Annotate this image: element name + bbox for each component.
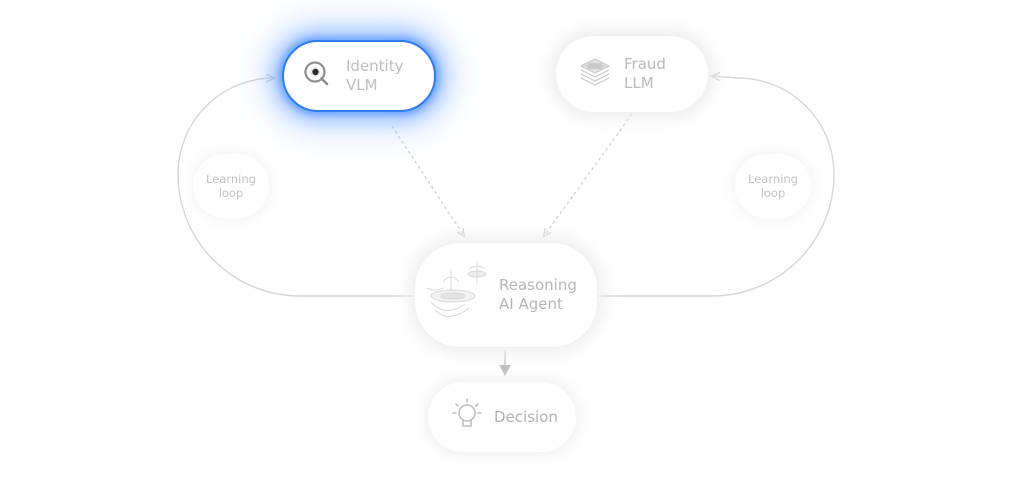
layers-icon bbox=[578, 55, 612, 93]
decision-node[interactable]: Decision bbox=[428, 382, 576, 452]
fraud-line1: Fraud bbox=[624, 55, 666, 73]
reasoning-line2: AI Agent bbox=[499, 295, 563, 313]
identity-line2: VLM bbox=[346, 76, 378, 94]
decision-label: Decision bbox=[494, 408, 558, 427]
fraud-llm-node[interactable]: Fraud LLM bbox=[556, 36, 708, 112]
loop-left-line1: Learning bbox=[206, 172, 256, 186]
identity-vlm-label: Identity VLM bbox=[346, 57, 404, 95]
identity-to-reasoning-connector bbox=[391, 125, 464, 236]
reasoning-ai-agent-node[interactable]: Reasoning AI Agent bbox=[414, 242, 598, 348]
identity-vlm-node[interactable]: Identity VLM bbox=[282, 40, 436, 112]
fraud-llm-label: Fraud LLM bbox=[624, 55, 666, 93]
left-loop-connector bbox=[177, 78, 414, 297]
loop-left-line2: loop bbox=[218, 186, 244, 200]
learning-loop-right-label: Learning loop bbox=[735, 154, 811, 218]
fraud-to-reasoning-connector bbox=[544, 113, 633, 236]
abstract-figure-icon bbox=[425, 258, 491, 332]
reasoning-line1: Reasoning bbox=[499, 276, 577, 294]
fraud-line2: LLM bbox=[624, 74, 654, 92]
lightbulb-icon bbox=[452, 398, 482, 436]
decision-line1: Decision bbox=[494, 407, 558, 426]
eye-magnifier-icon bbox=[302, 59, 332, 93]
identity-line1: Identity bbox=[346, 57, 404, 75]
loop-right-line1: Learning bbox=[748, 172, 798, 186]
reasoning-label: Reasoning AI Agent bbox=[499, 276, 577, 314]
learning-loop-left-label: Learning loop bbox=[193, 154, 269, 218]
loop-right-line2: loop bbox=[760, 186, 786, 200]
right-loop-connector bbox=[598, 76, 835, 297]
